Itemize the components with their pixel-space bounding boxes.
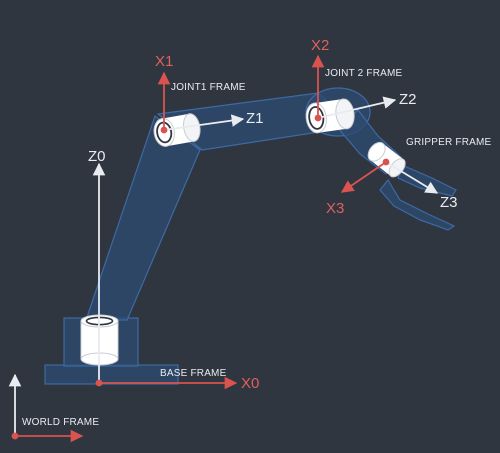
z0-label: Z0 xyxy=(88,148,106,165)
z2-label: Z2 xyxy=(399,91,417,108)
x3-label: X3 xyxy=(326,200,344,217)
world-frame: WORLD FRAME xyxy=(8,373,99,443)
joint1-frame-label: JOINT1 FRAME xyxy=(171,82,246,93)
z1-axis xyxy=(163,114,245,131)
link-lower-arm xyxy=(85,115,201,321)
base-frame: Z0 X0 BASE FRAME xyxy=(88,148,259,392)
world-origin xyxy=(11,432,19,440)
gripper-jaw-upper xyxy=(397,164,457,197)
joint1-cylinder xyxy=(153,113,201,147)
x3-axis xyxy=(340,161,387,193)
z3-label: Z3 xyxy=(440,194,458,211)
base-plate xyxy=(44,364,179,385)
z1-label: Z1 xyxy=(246,110,264,127)
joint2-origin xyxy=(314,114,322,122)
gripper-origin xyxy=(382,158,390,166)
joint2-frame-label: JOINT 2 FRAME xyxy=(325,68,403,79)
gripper-jaw-lower xyxy=(379,178,456,231)
world-frame-label: WORLD FRAME xyxy=(22,417,99,428)
joint1-origin xyxy=(160,126,168,134)
joint1-frame: X1 Z1 JOINT1 FRAME xyxy=(155,53,264,134)
joint2-frame: X2 Z2 JOINT 2 FRAME xyxy=(311,37,417,122)
x1-label: X1 xyxy=(155,53,173,70)
base-frame-label: BASE FRAME xyxy=(160,368,227,379)
z3-axis xyxy=(385,161,439,194)
z2-axis xyxy=(317,96,397,119)
x0-label: X0 xyxy=(241,375,259,392)
x2-label: X2 xyxy=(311,37,329,54)
base-origin xyxy=(95,379,103,387)
gripper-frame: X3 Z3 GRIPPER FRAME xyxy=(326,137,492,217)
gripper-frame-label: GRIPPER FRAME xyxy=(406,137,492,148)
